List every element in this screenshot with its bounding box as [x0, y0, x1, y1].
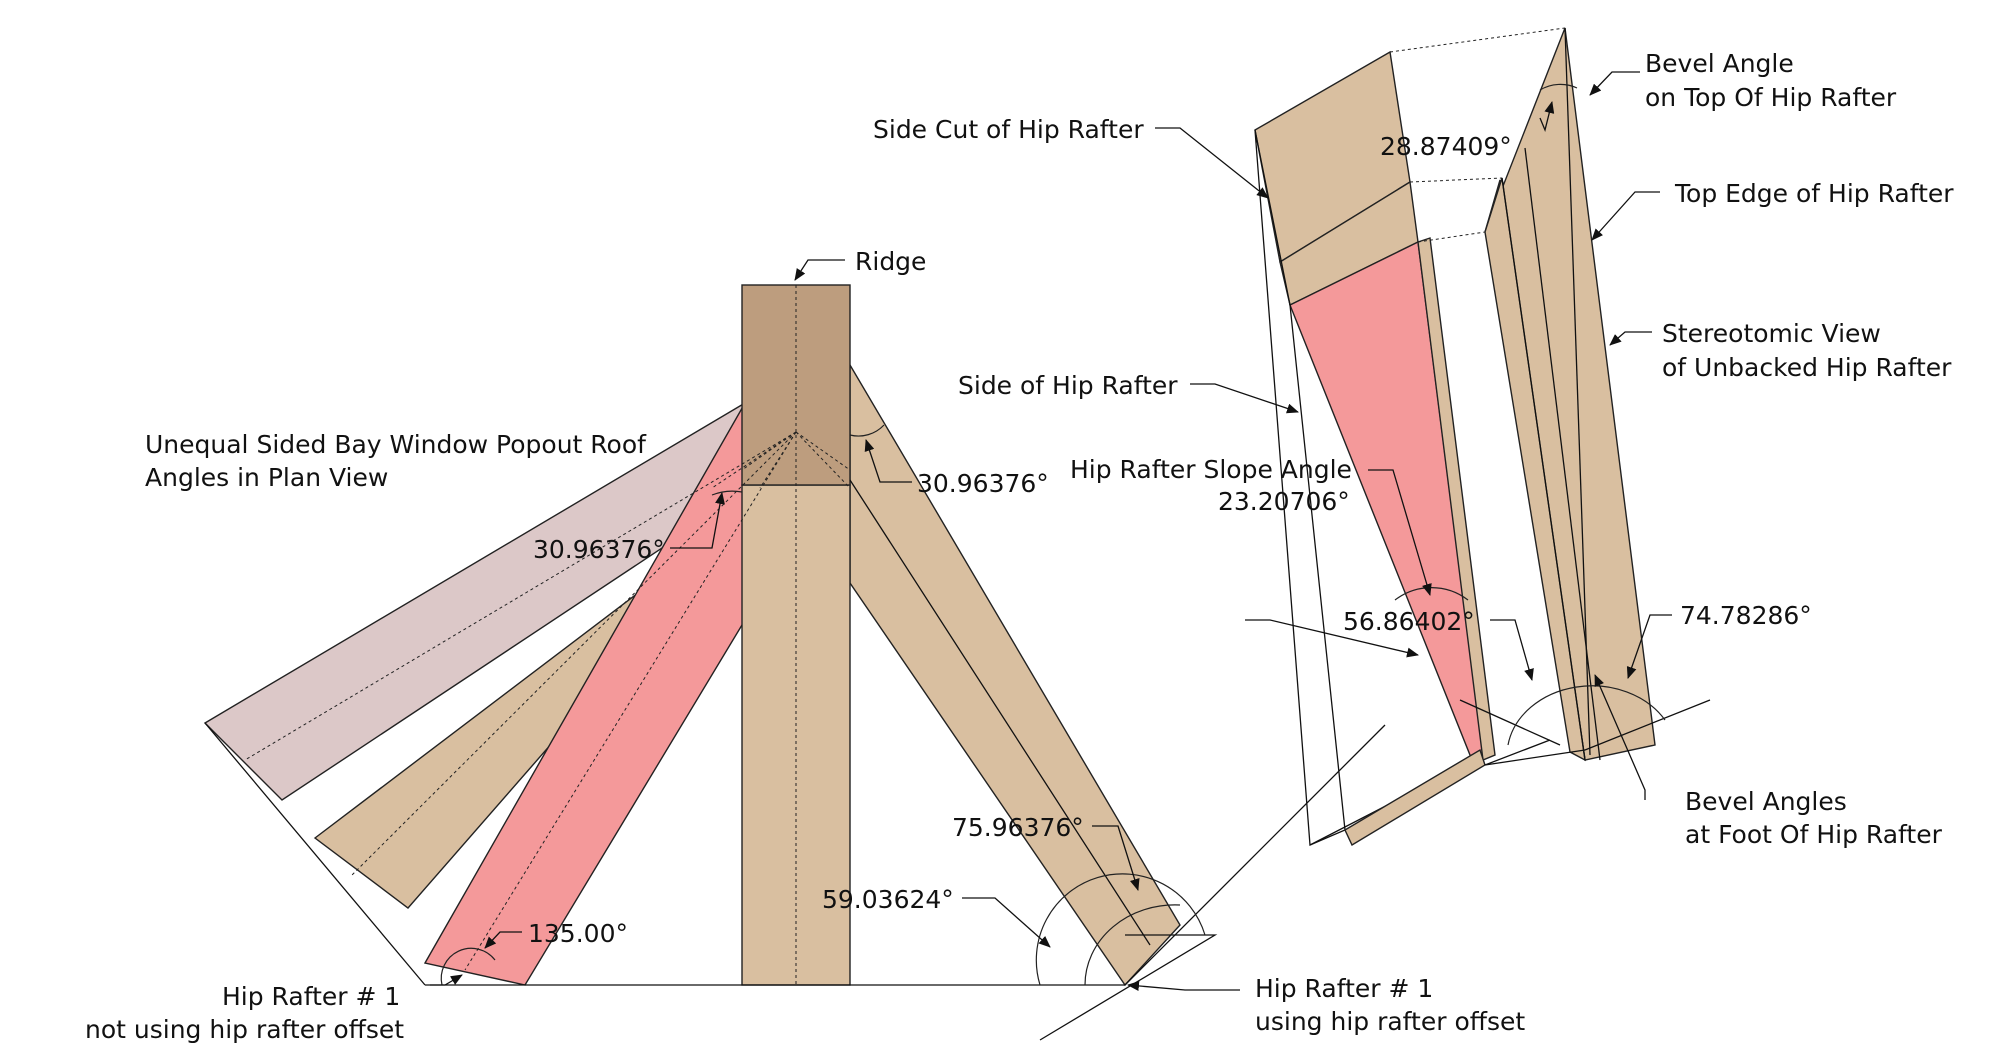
plan-view	[203, 284, 1386, 1041]
label-bevel-top-2: on Top Of Hip Rafter	[1645, 83, 1897, 112]
label-hip1-no-offset-2: not using hip rafter offset	[85, 1015, 404, 1044]
label-bevel-top-1: Bevel Angle	[1645, 49, 1794, 78]
label-angle-ridge-left: 30.96376°	[533, 535, 665, 564]
label-hip1-no-offset-1: Hip Rafter # 1	[222, 982, 400, 1011]
label-angle-ridge-right: 30.96376°	[917, 469, 1049, 498]
hip-top-edge-face	[1484, 27, 1656, 761]
label-title-line1: Unequal Sided Bay Window Popout Roof	[145, 430, 647, 459]
label-angle-74: 74.78286°	[1680, 601, 1812, 630]
hip-rafter-no-offset	[423, 400, 746, 986]
label-stereo-1: Stereotomic View	[1662, 319, 1881, 348]
labels: Ridge Unequal Sided Bay Window Popout Ro…	[85, 49, 1954, 1044]
ridge-block	[741, 284, 851, 486]
leader-lines	[430, 71, 1672, 991]
label-angle-75: 75.96376°	[952, 813, 1084, 842]
label-slope-value: 23.20706°	[1218, 487, 1350, 516]
label-top-edge: Top Edge of Hip Rafter	[1674, 179, 1954, 208]
stereotomic-view	[1254, 27, 1711, 847]
label-angle-135: 135.00°	[528, 919, 628, 948]
label-side-cut: Side Cut of Hip Rafter	[873, 115, 1144, 144]
label-title-line2: Angles in Plan View	[145, 463, 388, 492]
label-slope-line1: Hip Rafter Slope Angle	[1070, 455, 1352, 484]
label-ridge: Ridge	[855, 247, 926, 276]
label-angle-56: 56.86402°	[1343, 607, 1475, 636]
label-bevel-foot-2: at Foot Of Hip Rafter	[1685, 820, 1943, 849]
label-stereo-2: of Unbacked Hip Rafter	[1662, 353, 1952, 382]
label-angle-28: 28.87409°	[1380, 132, 1512, 161]
label-hip1-offset-1: Hip Rafter # 1	[1255, 974, 1433, 1003]
label-side-of-hip: Side of Hip Rafter	[958, 371, 1178, 400]
label-angle-59: 59.03624°	[822, 885, 954, 914]
label-bevel-foot-1: Bevel Angles	[1685, 787, 1847, 816]
label-hip1-offset-2: using hip rafter offset	[1255, 1007, 1525, 1036]
